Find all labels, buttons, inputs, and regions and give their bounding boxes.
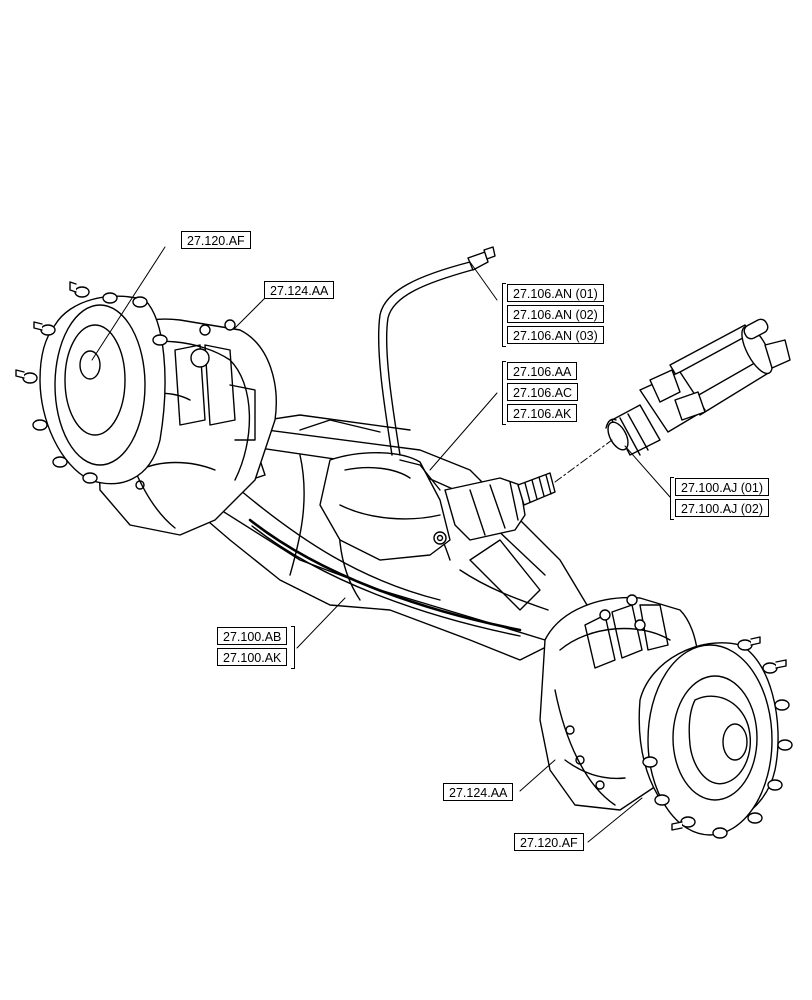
callout-axle-housing-bracket — [291, 626, 295, 669]
pinion-housing — [444, 472, 556, 541]
hose — [377, 246, 496, 456]
right-wheel-end — [539, 594, 793, 839]
callout-axle-housing-1: 27.100.AB — [217, 627, 288, 645]
callout-hub-right: 27.120.AF — [514, 833, 584, 851]
left-wheel-end — [15, 281, 277, 536]
callout-driveshaft-2: 27.100.AJ (02) — [675, 499, 769, 517]
callout-hub-left: 27.120.AF — [181, 231, 251, 249]
callout-pinion-1: 27.106.AA — [507, 362, 578, 380]
callout-pinion-3: 27.106.AK — [507, 404, 578, 422]
driveshaft — [554, 318, 791, 483]
callout-driveshaft-1: 27.100.AJ (01) — [675, 478, 769, 496]
callout-driveshaft-bracket — [670, 477, 674, 520]
callout-pinion-2: 27.106.AC — [507, 383, 579, 401]
callout-hose-2: 27.106.AN (02) — [507, 305, 604, 323]
callout-housing-left: 27.124.AA — [264, 281, 335, 299]
callout-hose-1: 27.106.AN (01) — [507, 284, 604, 302]
leader-lines — [91, 246, 671, 843]
differential-housing — [319, 452, 451, 561]
callout-pinion-bracket — [502, 361, 506, 425]
callout-hose-bracket — [502, 283, 506, 347]
callout-housing-right: 27.124.AA — [443, 783, 514, 801]
callout-hose-3: 27.106.AN (03) — [507, 326, 604, 344]
callout-axle-housing-2: 27.100.AK — [217, 648, 288, 666]
